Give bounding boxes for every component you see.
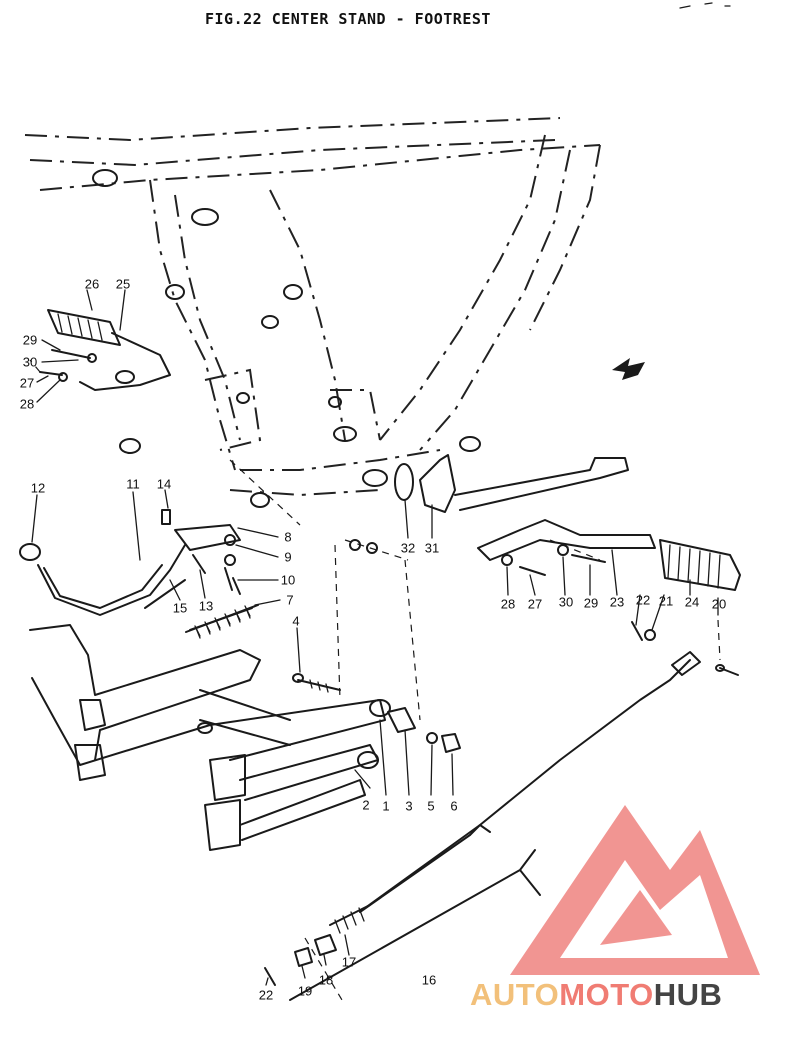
direction-arrow-icon xyxy=(612,358,645,380)
automotohub-logo-icon xyxy=(510,805,760,975)
callout-21: 21 xyxy=(658,593,674,609)
callout-18: 18 xyxy=(318,972,334,988)
watermark-hub: HUB xyxy=(653,977,723,1012)
left-footrest-assembly xyxy=(29,309,171,391)
automotohub-watermark: AUTOMOTOHUB xyxy=(470,977,722,1013)
callout-10: 10 xyxy=(280,572,296,588)
right-pedal-shaft xyxy=(394,454,629,513)
leader-lines xyxy=(31,289,719,986)
callout-27-left: 27 xyxy=(19,375,35,391)
frame-lugs xyxy=(92,169,481,508)
callout-15: 15 xyxy=(172,600,188,616)
bushing-washer-nut xyxy=(387,707,461,753)
callout-2: 2 xyxy=(362,797,370,813)
callout-14: 14 xyxy=(156,476,172,492)
center-stand xyxy=(29,624,391,851)
pivot-washers xyxy=(349,539,378,554)
callout-30-left: 30 xyxy=(22,354,38,370)
callout-17: 17 xyxy=(341,954,357,970)
watermark-auto: AUTO xyxy=(470,977,560,1012)
callout-6: 6 xyxy=(450,798,458,814)
callout-28-left: 28 xyxy=(19,396,35,412)
callout-29-right: 29 xyxy=(583,595,599,611)
callout-28-right: 28 xyxy=(500,596,516,612)
callout-25: 25 xyxy=(115,276,131,292)
callout-13: 13 xyxy=(198,598,214,614)
rear-brake-pedal xyxy=(19,509,253,637)
figure-title: FIG.22 CENTER STAND - FOOTREST xyxy=(205,10,491,28)
callout-7: 7 xyxy=(286,592,294,608)
callout-16: 16 xyxy=(421,972,437,988)
right-footrest-assembly xyxy=(477,519,741,676)
cable-bracket xyxy=(289,849,541,1001)
callout-19: 19 xyxy=(297,983,313,999)
callout-22-right: 22 xyxy=(635,592,651,608)
callout-9: 9 xyxy=(284,549,292,565)
motorcycle-frame xyxy=(24,117,601,497)
stand-spring-and-bolts xyxy=(185,534,259,639)
callout-22-bottom: 22 xyxy=(258,987,274,1003)
callout-23: 23 xyxy=(609,594,625,610)
callout-5: 5 xyxy=(427,798,435,814)
callout-32: 32 xyxy=(400,540,416,556)
scan-marks xyxy=(679,2,731,9)
callout-20: 20 xyxy=(711,596,727,612)
callout-26: 26 xyxy=(84,276,100,292)
callout-3: 3 xyxy=(405,798,413,814)
callout-4: 4 xyxy=(292,613,300,629)
callout-11: 11 xyxy=(126,476,140,492)
callout-24: 24 xyxy=(684,594,700,610)
callout-12: 12 xyxy=(30,480,46,496)
assembly-guides xyxy=(229,459,601,721)
callout-30-right: 30 xyxy=(558,594,574,610)
callout-29-left: 29 xyxy=(22,332,38,348)
watermark-moto: MOTO xyxy=(559,977,654,1012)
callout-1: 1 xyxy=(382,798,390,814)
stand-bolt xyxy=(292,673,341,693)
brake-cable-assembly xyxy=(264,619,721,1001)
callout-8: 8 xyxy=(284,529,292,545)
callout-27-right: 27 xyxy=(527,596,543,612)
callout-31: 31 xyxy=(424,540,440,556)
